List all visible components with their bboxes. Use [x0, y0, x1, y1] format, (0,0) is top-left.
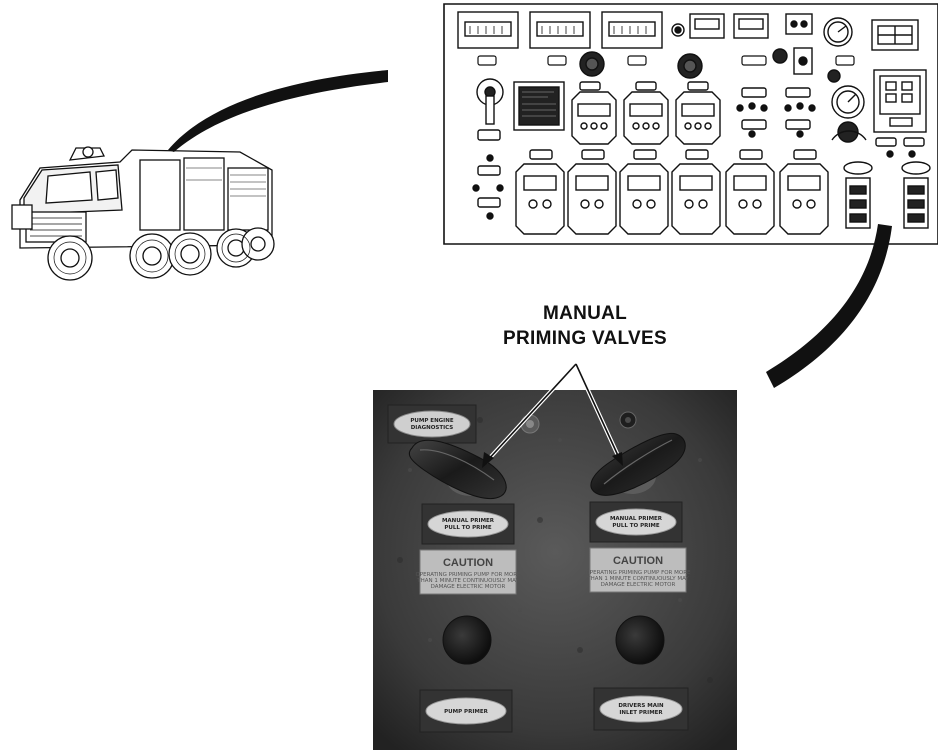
- priming-panel-photo: PUMP ENGINE DIAGNOSTICS MANUAL PRIMER PU…: [373, 390, 737, 750]
- push-button-right[interactable]: [616, 616, 664, 664]
- pump-primer-text: PUMP PRIMER: [444, 709, 488, 715]
- callout-line-2: PRIMING VALVES: [470, 326, 700, 351]
- caution-right-line-3: DAMAGE ELECTRIC MOTOR: [601, 582, 676, 588]
- manual-priming-valves-callout: MANUAL PRIMING VALVES: [470, 301, 700, 351]
- manual-primer-right-text-2: PULL TO PRIME: [612, 523, 660, 529]
- callout-line-1: MANUAL: [470, 301, 700, 326]
- drivers-main-text-1: DRIVERS MAIN: [618, 703, 664, 709]
- caution-left-title: CAUTION: [443, 557, 493, 569]
- caution-plate-left: CAUTION OPERATING PRIMING PUMP FOR MORE …: [416, 550, 522, 594]
- manual-primer-right-text-1: MANUAL PRIMER: [610, 516, 663, 522]
- manual-primer-left-text-2: PULL TO PRIME: [444, 525, 492, 531]
- pump-engine-diagnostics-plate: PUMP ENGINE DIAGNOSTICS: [388, 405, 476, 443]
- manual-primer-left-text-1: MANUAL PRIMER: [442, 518, 495, 524]
- manual-primer-plate-right: MANUAL PRIMER PULL TO PRIME: [590, 502, 682, 542]
- drivers-main-inlet-primer-plate: DRIVERS MAIN INLET PRIMER: [594, 688, 688, 730]
- drivers-main-text-2: INLET PRIMER: [619, 710, 663, 716]
- caution-plate-right: CAUTION OPERATING PRIMING PUMP FOR MORE …: [586, 548, 692, 592]
- leader-curve-truck: [168, 70, 388, 152]
- fire-truck-illustration: [12, 147, 274, 280]
- caution-left-line-3: DAMAGE ELECTRIC MOTOR: [431, 584, 506, 590]
- caution-right-title: CAUTION: [613, 555, 663, 567]
- manual-primer-plate-left: MANUAL PRIMER PULL TO PRIME: [422, 504, 514, 544]
- pump-engine-diagnostics-text-1: PUMP ENGINE: [410, 418, 453, 424]
- pump-primer-plate: PUMP PRIMER: [420, 690, 512, 732]
- push-button-left[interactable]: [443, 616, 491, 664]
- pump-engine-diagnostics-text-2: DIAGNOSTICS: [411, 425, 454, 431]
- control-panel-drawing: [444, 4, 938, 244]
- leader-curve-panel: [766, 224, 892, 388]
